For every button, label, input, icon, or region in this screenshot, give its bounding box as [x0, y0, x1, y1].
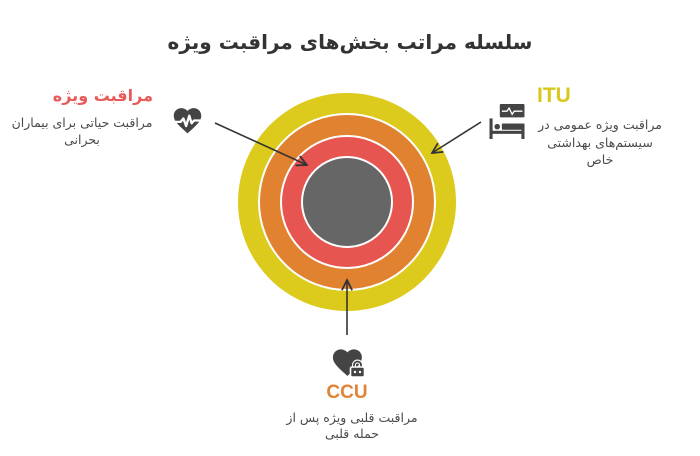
icu-heading: مراقبت ویژه [52, 86, 153, 105]
itu-heading: ITU [537, 84, 571, 107]
heart-pulse-icon [173, 108, 202, 134]
itu-description-line: مراقبت ویژه عمومی در [538, 117, 662, 132]
icu-description-line: مراقبت حیاتی برای بیماران [11, 115, 153, 130]
ccu-description: مراقبت قلبی ویژه پس از حمله قلبی [272, 410, 432, 442]
itu-description-line: سیستم‌های بهداشتی [547, 134, 653, 150]
arrow-icu-to-third-ring [214, 122, 307, 165]
icu-description-line: بحرانی [64, 132, 100, 147]
arrow-itu-to-outer-ring [432, 121, 482, 153]
heart-lock-icon [332, 349, 366, 378]
itu-description-line: خاص [586, 152, 614, 167]
itu-description: مراقبت ویژه عمومی در سیستم‌های بهداشتی خ… [532, 116, 668, 169]
icu-description: مراقبت حیاتی برای بیماران بحرانی [6, 114, 158, 148]
core-circle [301, 156, 393, 248]
hospital-bed-monitor-icon [489, 104, 525, 139]
diagram-title: سلسله مراتب بخش‌های مراقبت ویژه [167, 30, 533, 54]
ccu-description-line: مراقبت قلبی ویژه پس از [286, 410, 418, 425]
ccu-description-line: حمله قلبی [324, 426, 380, 441]
ccu-heading: CCU [326, 382, 368, 403]
